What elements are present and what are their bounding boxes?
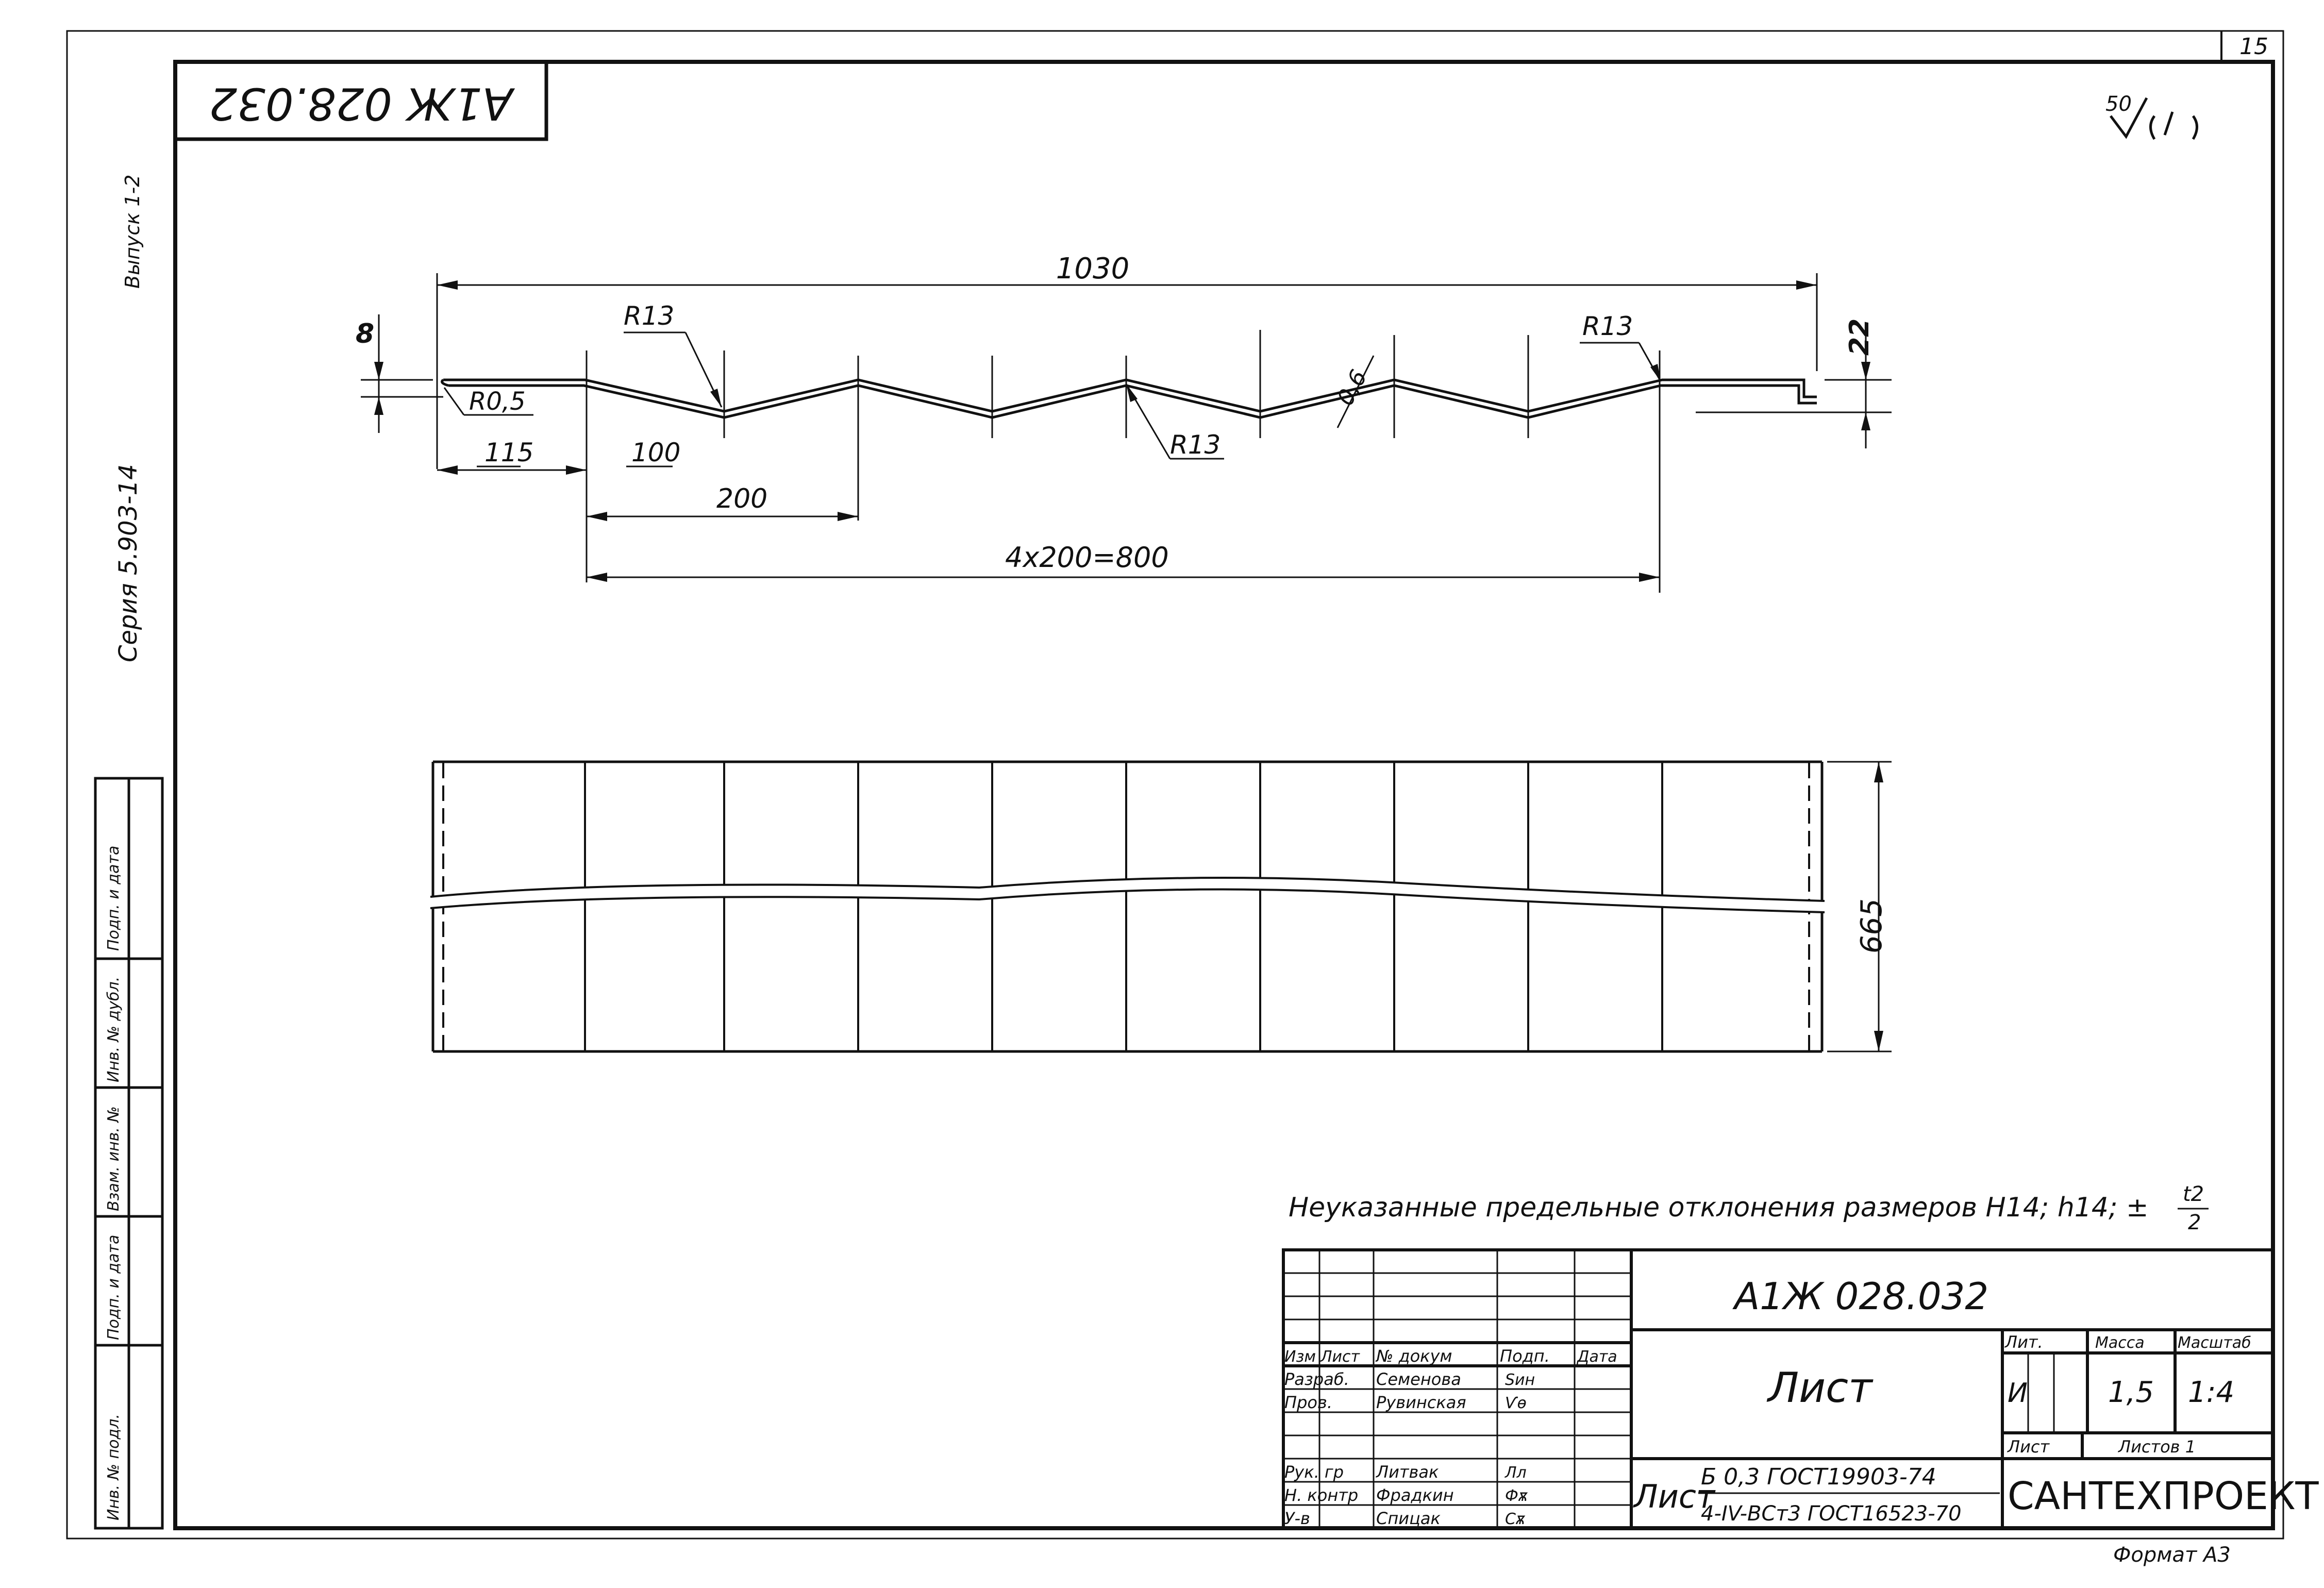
tb-hdr-lit: Лит. bbox=[2004, 1332, 2043, 1352]
dim-height-left: 8 bbox=[356, 319, 374, 349]
profile-section: 1030 8 22 R0,5 R13 R13 R13 0,6 bbox=[356, 252, 1892, 593]
tb-scale-value: 1:4 bbox=[2188, 1376, 2234, 1409]
tb-lit-value: И bbox=[2008, 1378, 2028, 1409]
margin-field-sign-date-2: Подп. и дата bbox=[105, 846, 123, 951]
margin-field-sign-date-1: Подп. и дата bbox=[105, 1235, 123, 1340]
title-block: Изм Лист № докум Подп. Дата Разраб. Семе… bbox=[1282, 1248, 2319, 1530]
hdr-izm: Изм bbox=[1284, 1348, 1316, 1366]
margin-field-dubl: Инв. № дубл. bbox=[105, 977, 123, 1082]
hdr-doc: № докум bbox=[1375, 1346, 1452, 1366]
tb-name: Лист bbox=[1766, 1364, 1874, 1412]
dim-pitch: 200 bbox=[716, 483, 767, 514]
hdr-sign: Подп. bbox=[1500, 1346, 1550, 1366]
tb-material-top: Б 0,3 ГОСТ19903-74 bbox=[1701, 1464, 1936, 1490]
staff-sign-5: Сѫ bbox=[1505, 1510, 1526, 1528]
dim-first: 100 bbox=[631, 438, 680, 467]
seria-label: Серия 5.903-14 bbox=[114, 464, 143, 662]
rotated-stamp-text: A1Ж 028.032 bbox=[209, 78, 515, 129]
plan-view: 665 bbox=[430, 760, 1892, 1053]
inner-frame bbox=[173, 60, 2275, 1530]
margin-field-vzam: Взам. инв. № bbox=[105, 1106, 123, 1211]
tolerance-note: Неуказанные предельные отклонения размер… bbox=[1289, 1182, 2209, 1234]
staff-name-3: Литвак bbox=[1376, 1462, 1439, 1482]
outer-frame bbox=[66, 30, 2284, 1540]
staff-role-1: Разраб. bbox=[1284, 1369, 1349, 1389]
staff-sign-4: Фѫ bbox=[1505, 1487, 1528, 1505]
staff-name-1: Семенова bbox=[1376, 1369, 1461, 1389]
staff-name-5: Спицак bbox=[1376, 1509, 1441, 1528]
tb-hdr-mass: Масса bbox=[2095, 1334, 2145, 1352]
dim-overall: 1030 bbox=[1056, 252, 1130, 286]
staff-role-2: Пров. bbox=[1284, 1393, 1332, 1412]
tb-designation: А1Ж 028.032 bbox=[1732, 1275, 1988, 1318]
note-frac-den: 2 bbox=[2188, 1211, 2201, 1234]
dim-r-right: R13 bbox=[1582, 311, 1633, 341]
tb-company: САНТЕХПРОЕКТ bbox=[2008, 1474, 2319, 1518]
staff-sign-3: Лл bbox=[1504, 1464, 1527, 1482]
dim-pitch-total: 4x200=800 bbox=[1005, 541, 1169, 574]
sheet-number: 15 bbox=[2239, 34, 2268, 60]
tb-hdr-sheet: Лист bbox=[2007, 1437, 2050, 1457]
dim-height-right: 22 bbox=[1844, 319, 1875, 356]
tb-mass-value: 1,5 bbox=[2108, 1376, 2154, 1409]
staff-sign-1: Ѕин bbox=[1505, 1371, 1535, 1389]
hdr-list: Лист bbox=[1320, 1348, 1361, 1366]
staff-sign-2: Ѵѳ bbox=[1505, 1394, 1527, 1412]
staff-role-3: Рук. гр bbox=[1284, 1462, 1344, 1482]
rotated-stamp-box bbox=[173, 60, 548, 141]
staff-name-4: Фрадкин bbox=[1376, 1485, 1454, 1505]
roughness-mark: 50 bbox=[2105, 92, 2198, 140]
margin-table bbox=[94, 777, 164, 1530]
dim-edge: 115 bbox=[484, 438, 533, 467]
note-frac-num: t2 bbox=[2183, 1182, 2204, 1206]
dim-thickness: 0,6 bbox=[1332, 365, 1373, 410]
dim-r-left: R13 bbox=[624, 301, 674, 331]
tb-hdr-sheets: Листов 1 bbox=[2118, 1437, 2196, 1457]
tb-material-bottom: 4-IV-ВСт3 ГОСТ16523-70 bbox=[1701, 1502, 1962, 1526]
note-text: Неуказанные предельные отклонения размер… bbox=[1289, 1192, 2149, 1223]
staff-role-4: Н. контр bbox=[1284, 1485, 1358, 1505]
format-label: Формат А3 bbox=[2113, 1543, 2231, 1567]
staff-name-2: Рувинская bbox=[1376, 1393, 1466, 1412]
hdr-date: Дата bbox=[1576, 1348, 1617, 1366]
dim-r-mid: R13 bbox=[1170, 430, 1220, 460]
roughness-value: 50 bbox=[2105, 92, 2132, 116]
dim-width: 665 bbox=[1855, 898, 1888, 954]
margin-field-inv: Инв. № подл. bbox=[105, 1414, 123, 1520]
tb-hdr-scale: Масштаб bbox=[2178, 1334, 2251, 1352]
staff-role-5: У-в bbox=[1284, 1509, 1310, 1528]
tb-material-prefix: Лист bbox=[1633, 1478, 1716, 1515]
vypusk-label: Выпуск 1-2 bbox=[121, 175, 144, 289]
dim-r-corner: R0,5 bbox=[469, 387, 526, 416]
